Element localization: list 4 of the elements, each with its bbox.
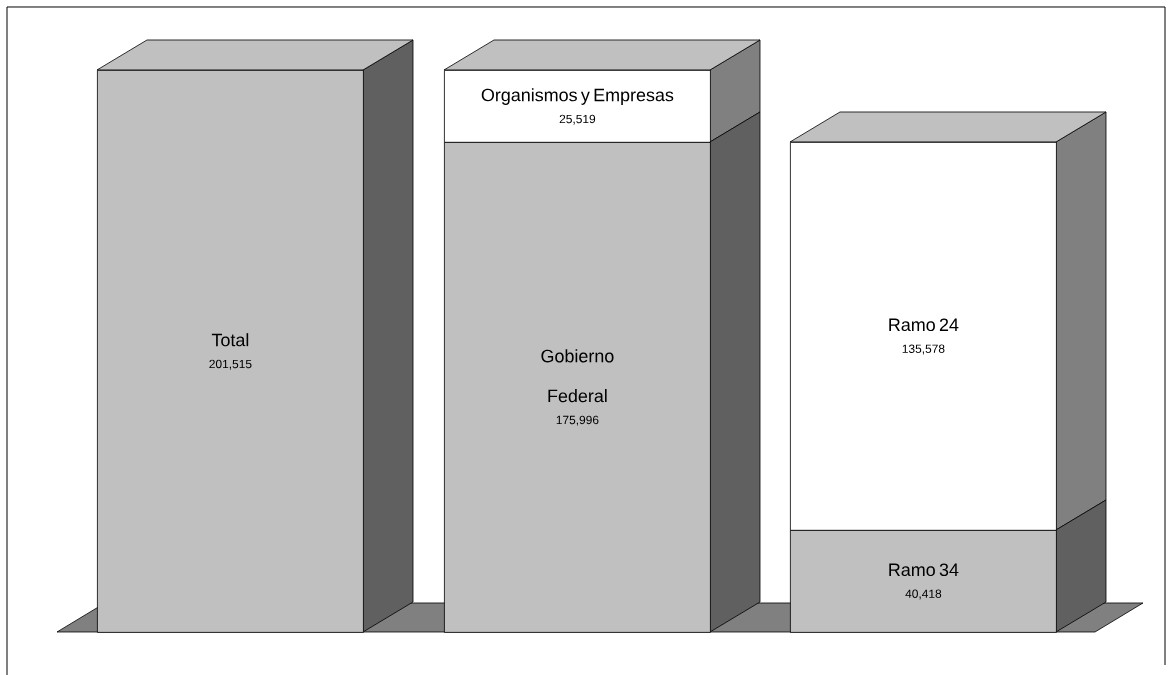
bar-segment: Ramo 34 40,418 (790, 499, 1107, 633)
bar-segment: Organismos y Empresas 25,519 (443, 39, 761, 143)
bar-segment: Total 201,515 (96, 39, 414, 633)
bar-segment: Ramo 24 135,578 (789, 111, 1107, 531)
